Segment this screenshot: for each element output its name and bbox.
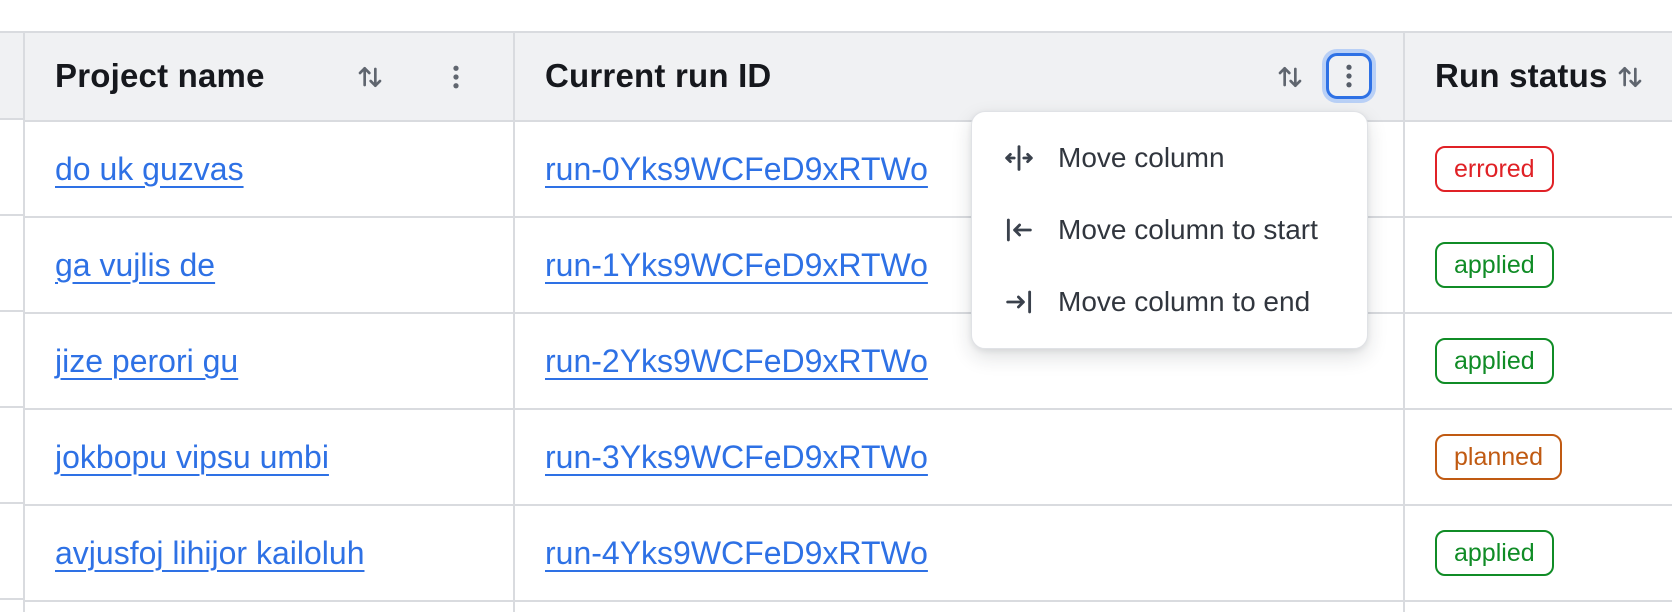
run-status-badge: applied	[1435, 242, 1554, 288]
run-status-cell: applied	[1435, 218, 1554, 312]
project-name-cell: jokbopu vipsu umbi	[55, 410, 329, 504]
run-id-link[interactable]: run-2Yks9WCFeD9xRTWo	[545, 342, 928, 379]
column-header-current-run-id: Current run ID	[545, 56, 772, 94]
project-name-link[interactable]: avjusfoj lihijor kailoluh	[55, 534, 365, 571]
move-column-icon	[1002, 141, 1036, 175]
run-id-cell: run-2Yks9WCFeD9xRTWo	[545, 314, 928, 408]
column-context-menu: Move column Move column to start Move co…	[971, 111, 1368, 349]
project-name-cell: ga vujlis de	[55, 218, 215, 312]
run-id-link[interactable]: run-3Yks9WCFeD9xRTWo	[545, 438, 928, 475]
run-id-cell: run-4Yks9WCFeD9xRTWo	[545, 506, 928, 600]
kebab-button-focused[interactable]	[1326, 53, 1372, 99]
move-column-to-end-icon	[1002, 285, 1036, 319]
project-name-link[interactable]: jize perori gu	[55, 342, 239, 379]
column-divider	[1403, 31, 1405, 612]
menu-item-move-column-to-end[interactable]: Move column to end	[972, 266, 1367, 338]
sliver-row	[0, 408, 23, 504]
run-id-link[interactable]: run-1Yks9WCFeD9xRTWo	[545, 246, 928, 283]
project-name-cell: jize perori gu	[55, 314, 238, 408]
table-top-border	[0, 31, 1672, 33]
run-status-badge: errored	[1435, 146, 1554, 192]
run-status-cell: applied	[1435, 506, 1554, 600]
kebab-icon[interactable]	[441, 62, 471, 92]
column-divider	[513, 31, 515, 612]
sliver-column-rows	[0, 120, 23, 600]
run-id-link[interactable]: run-0Yks9WCFeD9xRTWo	[545, 150, 928, 187]
sort-arrows-icon[interactable]	[1613, 61, 1647, 93]
table-row: ga vujlis de run-1Yks9WCFeD9xRTWo applie…	[23, 218, 1672, 314]
column-header-project-name: Project name	[55, 56, 265, 94]
table-row: jize perori gu run-2Yks9WCFeD9xRTWo appl…	[23, 314, 1672, 410]
project-name-link[interactable]: jokbopu vipsu umbi	[55, 438, 329, 475]
run-id-cell: run-0Yks9WCFeD9xRTWo	[545, 122, 928, 216]
column-header-run-status: Run status	[1435, 56, 1608, 94]
project-name-cell: avjusfoj lihijor kailoluh	[55, 506, 364, 600]
table-header: Project name Current run ID Run status	[23, 33, 1672, 122]
menu-item-move-column-to-start[interactable]: Move column to start	[972, 194, 1367, 266]
project-name-link[interactable]: ga vujlis de	[55, 246, 216, 283]
sliver-row	[0, 504, 23, 600]
table-row: avjusfoj lihijor kailoluh run-4Yks9WCFeD…	[23, 506, 1672, 602]
sliver-row	[0, 120, 23, 216]
table-body: do uk guzvas run-0Yks9WCFeD9xRTWo errore…	[23, 122, 1672, 602]
table-row: jokbopu vipsu umbi run-3Yks9WCFeD9xRTWo …	[23, 410, 1672, 506]
menu-item-move-column[interactable]: Move column	[972, 122, 1367, 194]
sliver-row	[0, 216, 23, 312]
run-status-badge: planned	[1435, 434, 1562, 480]
sliver-column-header	[0, 33, 23, 120]
project-name-cell: do uk guzvas	[55, 122, 244, 216]
sort-arrows-icon[interactable]	[1273, 61, 1307, 93]
run-id-cell: run-3Yks9WCFeD9xRTWo	[545, 410, 928, 504]
sliver-row	[0, 312, 23, 408]
run-status-cell: applied	[1435, 314, 1554, 408]
run-status-cell: errored	[1435, 122, 1554, 216]
table-row: do uk guzvas run-0Yks9WCFeD9xRTWo errore…	[23, 122, 1672, 218]
column-divider	[23, 31, 25, 612]
run-status-cell: planned	[1435, 410, 1562, 504]
run-id-link[interactable]: run-4Yks9WCFeD9xRTWo	[545, 534, 928, 571]
move-column-to-start-icon	[1002, 213, 1036, 247]
project-name-link[interactable]: do uk guzvas	[55, 150, 244, 187]
run-status-badge: applied	[1435, 530, 1554, 576]
sort-arrows-icon[interactable]	[353, 61, 387, 93]
run-status-badge: applied	[1435, 338, 1554, 384]
run-id-cell: run-1Yks9WCFeD9xRTWo	[545, 218, 928, 312]
